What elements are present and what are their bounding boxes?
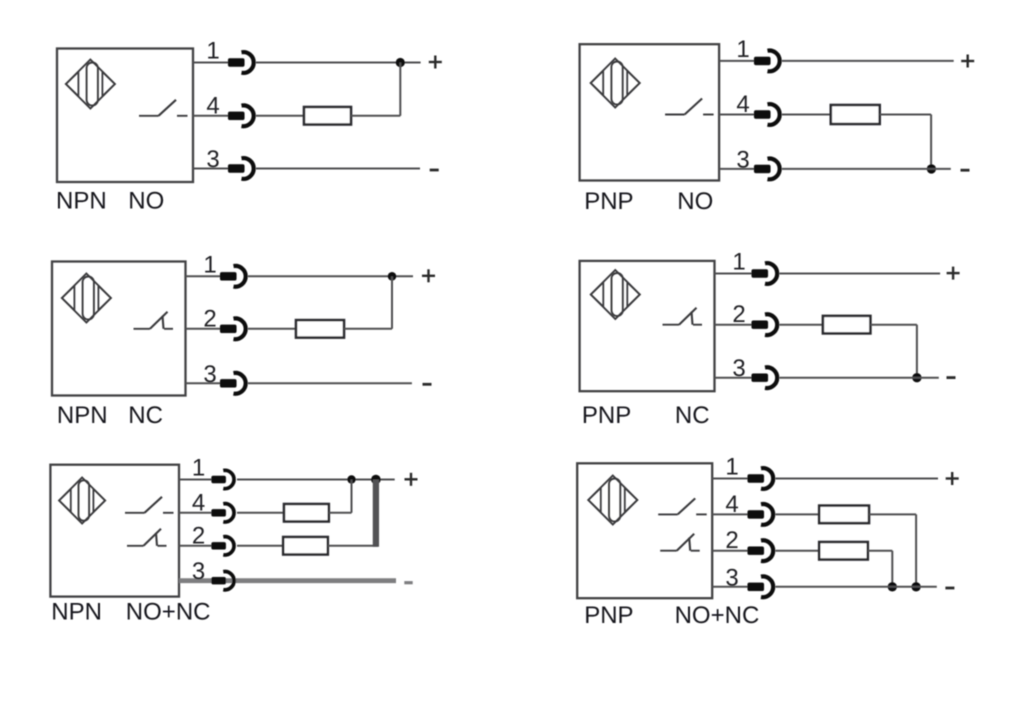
- svg-text:3: 3: [192, 558, 205, 585]
- svg-text:4: 4: [736, 91, 749, 118]
- svg-text:NPN: NPN: [57, 402, 108, 429]
- svg-text:3: 3: [206, 146, 219, 173]
- svg-text:NPN: NPN: [56, 188, 107, 215]
- svg-text:PNP: PNP: [584, 602, 633, 629]
- svg-text:3: 3: [725, 564, 738, 591]
- svg-text:PNP: PNP: [584, 188, 633, 215]
- svg-text:1: 1: [725, 454, 738, 481]
- svg-text:2: 2: [203, 305, 216, 332]
- svg-text:4: 4: [206, 92, 219, 119]
- svg-text:4: 4: [725, 491, 738, 518]
- svg-text:4: 4: [192, 489, 205, 516]
- svg-text:1: 1: [206, 38, 219, 65]
- svg-text:NO+NC: NO+NC: [675, 602, 760, 629]
- svg-text:1: 1: [192, 455, 205, 482]
- svg-text:1: 1: [203, 251, 216, 278]
- svg-text:3: 3: [203, 361, 216, 388]
- svg-text:NO: NO: [677, 188, 713, 215]
- svg-text:NC: NC: [128, 402, 163, 429]
- svg-text:2: 2: [725, 527, 738, 554]
- svg-text:NC: NC: [675, 402, 710, 429]
- svg-text:3: 3: [736, 146, 749, 173]
- svg-text:3: 3: [732, 355, 745, 382]
- svg-text:NO+NC: NO+NC: [126, 599, 211, 626]
- svg-text:NPN: NPN: [51, 599, 102, 626]
- svg-text:PNP: PNP: [582, 402, 631, 429]
- svg-text:1: 1: [736, 36, 749, 63]
- svg-text:1: 1: [732, 249, 745, 276]
- svg-text:2: 2: [192, 522, 205, 549]
- svg-text:NO: NO: [128, 188, 164, 215]
- svg-text:2: 2: [732, 301, 745, 328]
